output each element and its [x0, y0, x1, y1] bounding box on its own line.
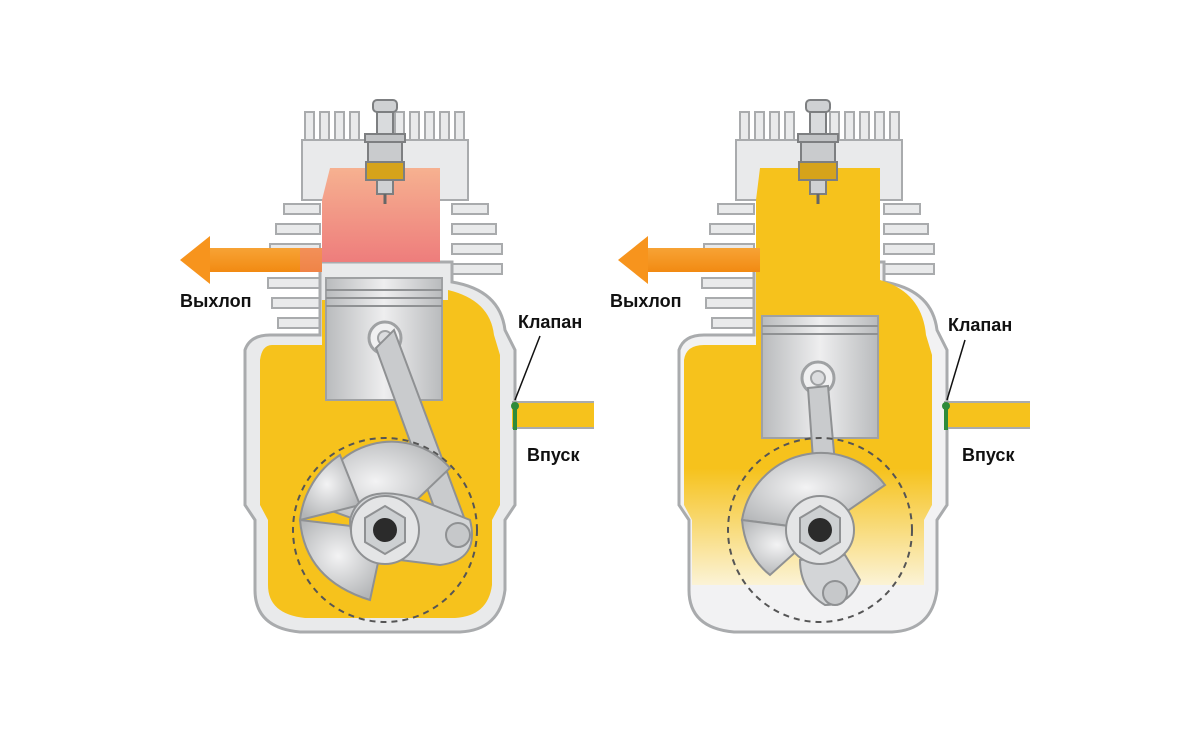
- exhaust-label-right: Выхлоп: [610, 291, 682, 311]
- spark-plug-icon: [364, 99, 406, 204]
- exhaust-label-left: Выхлоп: [180, 291, 252, 311]
- reed-valve: [942, 402, 950, 430]
- spark-plug-icon: [797, 99, 839, 204]
- crankshaft-hub: [785, 495, 855, 565]
- valve-label-left: Клапан: [518, 312, 583, 332]
- reed-valve: [511, 402, 519, 430]
- valve-label-right: Клапан: [948, 315, 1013, 335]
- right-engine: [618, 99, 1030, 634]
- intake-label-left: Впуск: [527, 445, 580, 465]
- valve-leader-line-right: [946, 339, 966, 401]
- intake-pipe: [944, 402, 1030, 428]
- intake-pipe: [512, 402, 594, 428]
- valve-leader-line-left: [514, 335, 541, 401]
- left-engine: [180, 99, 594, 634]
- crank-pin: [822, 580, 848, 606]
- exhaust-arrow: [618, 236, 760, 284]
- crank-path-dashed: [292, 437, 478, 623]
- combustion-chamber: [322, 168, 440, 262]
- intake-label-right: Впуск: [962, 445, 1015, 465]
- crank-path-dashed: [727, 437, 913, 623]
- exhaust-arrow: [180, 236, 322, 284]
- crankshaft-hub: [350, 495, 420, 565]
- crank-counterweight: [740, 451, 887, 532]
- crank-pin: [445, 522, 471, 548]
- cylinder-side-fins: [701, 203, 935, 329]
